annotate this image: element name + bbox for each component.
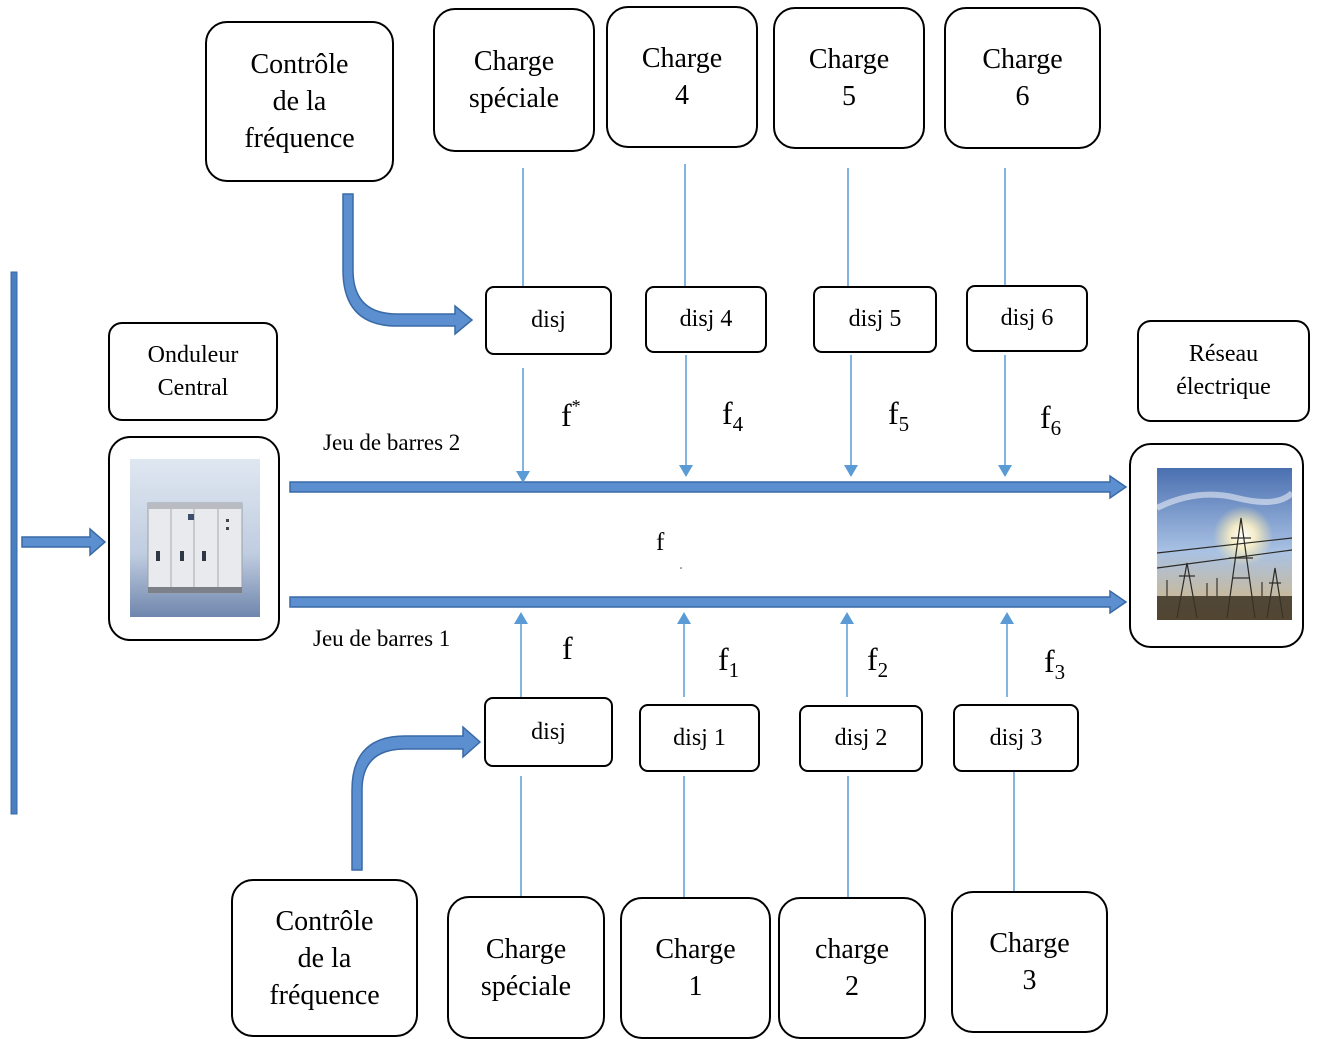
- top-breaker-special: disj: [485, 286, 612, 355]
- top-load-6: Charge 6: [944, 7, 1101, 149]
- freq-label-middle: f: [656, 529, 665, 556]
- bus-bar-2: [289, 474, 1128, 500]
- top-breaker-5: disj 5: [813, 286, 937, 353]
- bus-bar-1: [289, 589, 1128, 615]
- grid-label-box: Réseau électrique: [1137, 320, 1310, 422]
- bottom-load-3: Charge 3: [951, 891, 1108, 1033]
- middle-dot: [680, 567, 682, 569]
- freq-label-f4: f4: [722, 395, 744, 436]
- bottom-frequency-control-box: Contrôle de la fréquence: [231, 879, 418, 1037]
- bottom-breaker-special: disj: [484, 697, 613, 767]
- top-breaker-6: disj 6: [966, 285, 1088, 352]
- top-breaker-4: disj 4: [645, 286, 767, 353]
- freq-label-f1: f1: [718, 641, 740, 682]
- inverter-label-box: Onduleur Central: [108, 322, 278, 421]
- source-bar: [10, 271, 18, 815]
- bottom-load-special: Charge spéciale: [447, 896, 605, 1039]
- bus-1-label: Jeu de barres 1: [313, 626, 451, 651]
- bottom-breaker-3: disj 3: [953, 704, 1079, 772]
- top-load-special: Charge spéciale: [433, 8, 595, 152]
- bottom-breaker-1: disj 1: [639, 704, 760, 772]
- freq-label-f3: f3: [1044, 643, 1066, 684]
- bottom-control-arrow: [351, 725, 482, 871]
- freq-label-f: f: [562, 630, 573, 666]
- grid-image-box: [1129, 443, 1304, 648]
- bottom-load-2: charge 2: [778, 897, 926, 1039]
- freq-label-f6: f6: [1040, 399, 1062, 440]
- bus-2-label: Jeu de barres 2: [323, 430, 461, 455]
- freq-label-f5: f5: [888, 395, 910, 436]
- freq-label-f2: f2: [867, 641, 889, 682]
- top-load-4: Charge 4: [606, 6, 758, 148]
- grid-image: [1157, 468, 1292, 620]
- top-frequency-control-box: Contrôle de la fréquence: [205, 21, 394, 182]
- top-load-5: Charge 5: [773, 7, 925, 149]
- bottom-load-1: Charge 1: [620, 897, 771, 1039]
- inverter-image: [130, 459, 260, 617]
- freq-label-f-star: f*: [561, 396, 581, 433]
- top-control-arrow: [342, 193, 474, 336]
- inverter-image-box: [108, 436, 280, 641]
- bottom-breaker-2: disj 2: [799, 705, 923, 772]
- source-arrow: [21, 527, 107, 557]
